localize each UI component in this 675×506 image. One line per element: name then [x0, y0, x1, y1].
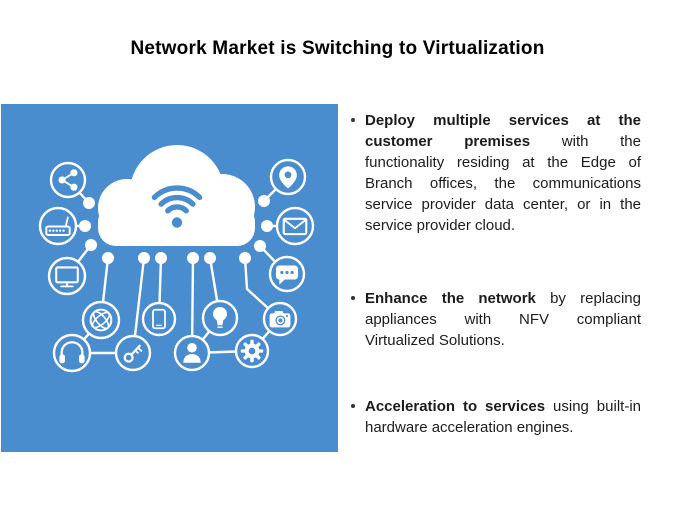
bullet-list: Deploy multiple services at the customer… [348, 110, 641, 438]
page-title: Network Market is Switching to Virtualiz… [130, 38, 545, 59]
connector-dot [261, 220, 273, 232]
cloud-network-illustration [1, 104, 338, 452]
bullet-bold-text: Deploy multiple services at the customer… [365, 112, 641, 150]
bullet-marker [351, 404, 355, 408]
lightbulb-icon [201, 299, 239, 337]
bullet-rest-text: using built-in hardware acceleration eng… [365, 398, 641, 436]
location-pin-icon [269, 158, 307, 196]
camera-icon [262, 301, 298, 337]
connector-dot [155, 252, 167, 264]
network-illustration-svg [38, 145, 315, 373]
key-icon [114, 334, 152, 372]
connector-dot [138, 252, 150, 264]
tablet-icon [141, 301, 177, 337]
connector-dot [102, 252, 114, 264]
connector-dot [187, 252, 199, 264]
connector-dot [239, 252, 251, 264]
person-icon [173, 334, 211, 372]
cloud-wifi-icon [98, 145, 255, 246]
connector-dot [83, 197, 95, 209]
connector-dot [254, 240, 266, 252]
bullet-rest-text: with the functionality residing at the E… [365, 133, 641, 234]
connector-dot [85, 239, 97, 251]
bullet-bold-text: Acceleration to services [365, 398, 546, 415]
connections-layer [38, 158, 315, 373]
chat-icon [268, 255, 306, 293]
router-icon [38, 206, 78, 246]
bullet-bold-text: Enhance the network [365, 290, 536, 307]
bullet-enhance-network: Enhance the network by replacing applian… [348, 288, 641, 351]
connector-dot [79, 220, 91, 232]
bullet-marker [351, 118, 355, 122]
share-icon [49, 161, 87, 199]
headphones-icon [52, 333, 92, 373]
bullet-acceleration: Acceleration to services using built-in … [348, 396, 641, 438]
bullet-rest-text: by replacing appliances with NFV complia… [365, 290, 641, 349]
monitor-icon [47, 256, 87, 296]
bullet-marker [351, 296, 355, 300]
email-icon [275, 206, 315, 246]
connector-dot [204, 252, 216, 264]
connector-dot [258, 195, 270, 207]
gear-icon [234, 333, 270, 369]
bullet-deploy-services: Deploy multiple services at the customer… [348, 110, 641, 236]
globe-icon [81, 300, 121, 340]
wifi-icon [151, 185, 203, 228]
